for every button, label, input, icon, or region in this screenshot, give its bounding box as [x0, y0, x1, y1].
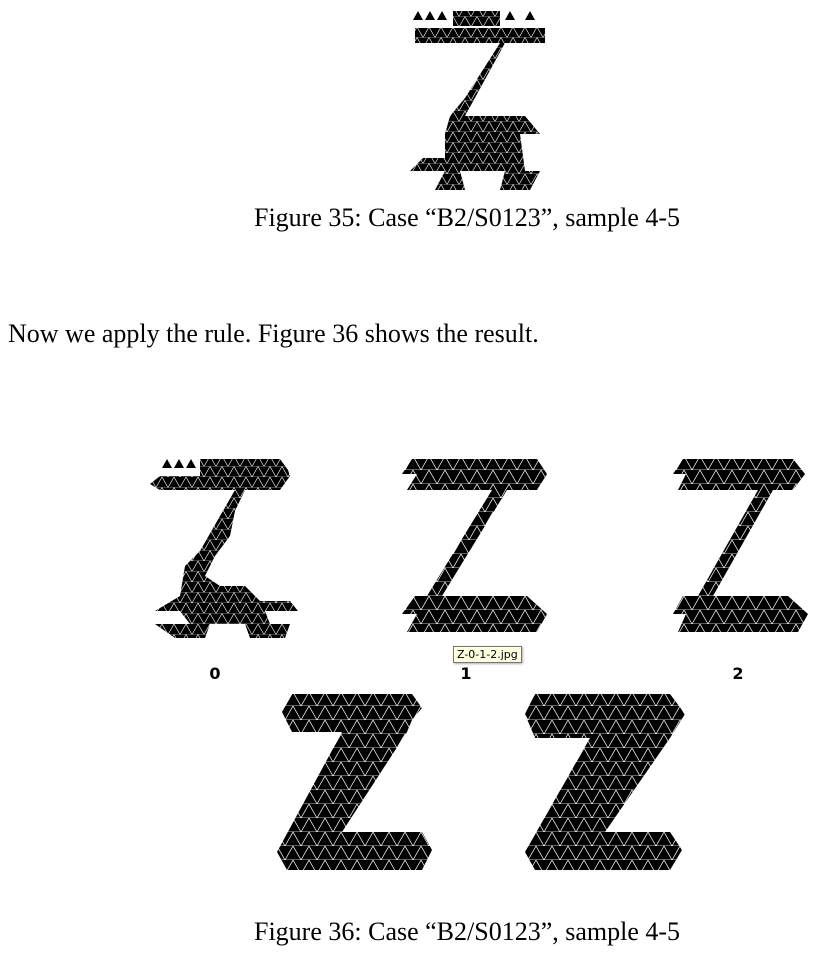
figure-36-panel-1-image — [402, 459, 547, 632]
figure-36-label-1: 1 — [460, 664, 472, 683]
figure-36-panel-0-image — [150, 459, 298, 638]
figure-36-panel-6-image — [277, 694, 432, 870]
figure-36-label-0: 0 — [209, 664, 221, 683]
figure-36-panel-7-image — [525, 694, 685, 870]
figure-35-image — [410, 11, 545, 190]
figure-35-caption: Figure 35: Case “B2/S0123”, sample 4-5 — [254, 203, 681, 232]
body-paragraph: Now we apply the rule. Figure 36 shows t… — [8, 319, 539, 348]
figure-36-caption: Figure 36: Case “B2/S0123”, sample 4-5 — [254, 917, 681, 946]
file-name-tooltip: Z-0-1-2.jpg — [453, 646, 522, 663]
figure-36-label-2: 2 — [732, 664, 744, 683]
figure-36-panel-2-image — [673, 459, 808, 632]
